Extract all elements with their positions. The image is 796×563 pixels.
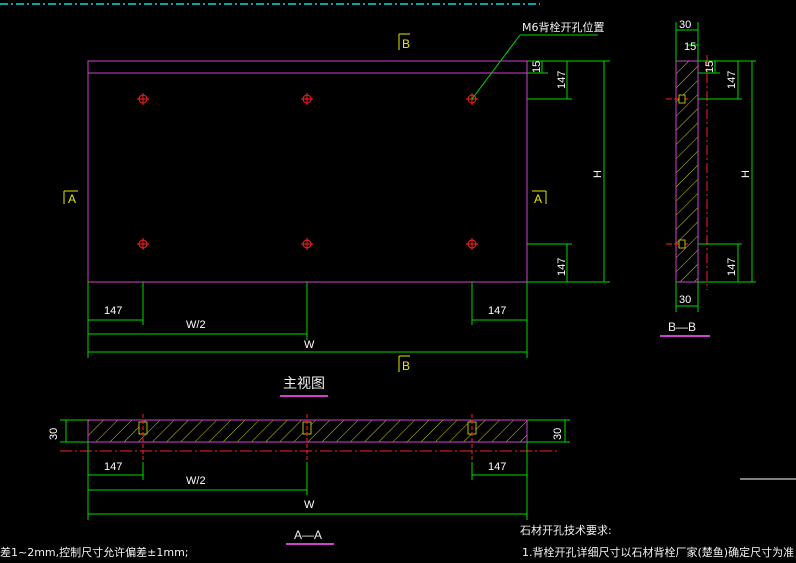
aa-dim-147-left: 147 xyxy=(104,461,122,473)
hole xyxy=(137,93,149,105)
aa-dim-W: W xyxy=(304,499,315,511)
front-view: M6背栓开孔位置 B B A A xyxy=(63,20,610,397)
svg-text:B: B xyxy=(402,359,410,373)
section-bb-title: B—B xyxy=(668,320,696,334)
aa-dimensions xyxy=(60,419,570,520)
section-bb-view: 30 15 15 147 147 H 30 B—B xyxy=(660,19,756,337)
bb-dim-30-bottom: 30 xyxy=(679,294,691,306)
bb-dim-147-top: 147 xyxy=(726,71,738,89)
front-bottom-dimensions xyxy=(87,282,528,358)
aa-dim-30-left: 30 xyxy=(48,428,60,440)
requirement-1: 1.背栓开孔详细尺寸以石材背栓厂家(楚鱼)确定尺寸为准，背栓开 xyxy=(522,545,796,559)
dim-147-bottom: 147 xyxy=(556,258,568,276)
section-mark-a-right: A xyxy=(532,190,547,206)
bb-dim-30-top: 30 xyxy=(679,19,691,31)
bb-hatched-section xyxy=(675,60,699,283)
aa-dim-147-right: 147 xyxy=(488,461,506,473)
callout-leader xyxy=(471,34,521,100)
tolerance-note: 差1~2mm,控制尺寸允许偏差±1mm; xyxy=(0,545,189,559)
section-mark-b-top: B xyxy=(398,33,410,51)
section-mark-a-left: A xyxy=(63,190,78,206)
bb-dimensions xyxy=(675,22,756,312)
bb-dim-H: H xyxy=(740,170,752,178)
hole xyxy=(301,93,313,105)
dim-147-right: 147 xyxy=(488,305,506,317)
hole-position-callout: M6背栓开孔位置 xyxy=(522,20,605,34)
hole xyxy=(137,238,149,250)
svg-text:A: A xyxy=(68,192,76,206)
hole xyxy=(466,238,478,250)
dim-H: H xyxy=(592,170,604,178)
dim-147-top: 147 xyxy=(556,71,568,89)
bb-dim-15: 15 xyxy=(684,41,696,53)
front-view-title: 主视图 xyxy=(283,376,325,392)
section-aa-title: A—A xyxy=(294,528,322,542)
dim-W: W xyxy=(304,339,315,351)
dim-15-top: 15 xyxy=(531,61,543,73)
front-right-dimensions xyxy=(527,60,610,283)
aa-dim-W-half: W/2 xyxy=(186,475,206,487)
dim-W-half: W/2 xyxy=(186,319,206,331)
bb-dim-147-bottom: 147 xyxy=(726,258,738,276)
section-aa-view: 30 30 147 147 W/2 W A—A xyxy=(48,414,570,545)
svg-text:B: B xyxy=(402,37,410,51)
dim-147-left: 147 xyxy=(104,305,122,317)
aa-dim-30-right: 30 xyxy=(552,428,564,440)
hole xyxy=(301,238,313,250)
svg-text:A: A xyxy=(534,192,542,206)
bb-dim-15-vert: 15 xyxy=(704,61,716,73)
requirements-heading: 石材开孔技术要求: xyxy=(520,523,612,537)
section-mark-b-bottom: B xyxy=(398,355,410,373)
